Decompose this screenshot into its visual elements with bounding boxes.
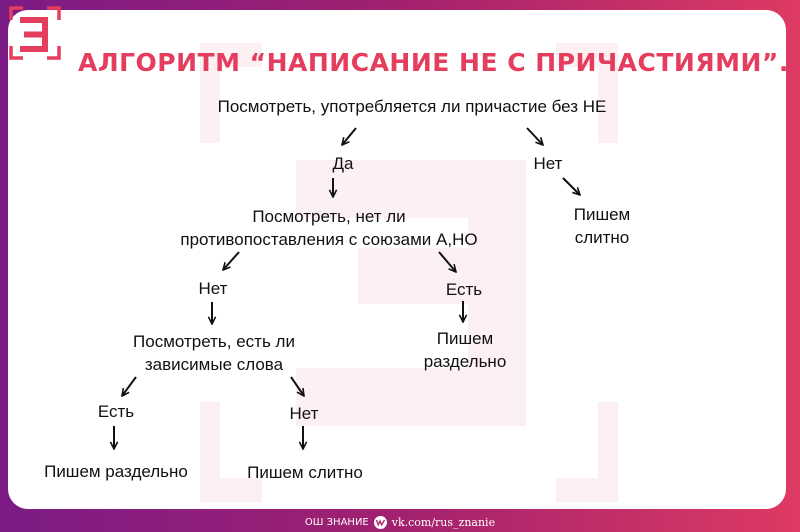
result-write-separately-2-line1: Пишем	[436, 329, 494, 348]
footer-url[interactable]: vk.com/rus_znanie	[391, 516, 496, 529]
arrow-check2-to-no	[223, 251, 240, 270]
answer-no-3: Нет	[289, 404, 319, 423]
letter-z-bracket-logo	[9, 6, 61, 60]
arrow-root-to-yes	[342, 127, 357, 145]
question-opposition-line2: противопоставления с союзами А,НО	[180, 230, 478, 249]
question-dependent-words-line2: зависимые слова	[144, 355, 284, 374]
result-write-together-1-line1: Пишем	[573, 205, 631, 224]
answer-no-2: Нет	[198, 279, 228, 298]
arrow-no-to-write-together	[562, 177, 580, 195]
question-opposition-line1: Посмотреть, нет ли	[252, 207, 406, 226]
answer-no-1: Нет	[533, 154, 563, 173]
answer-yes-2: Есть	[445, 280, 483, 299]
page-title: АЛГОРИТМ “НАПИСАНИЕ НЕ С ПРИЧАСТИЯМИ”.	[78, 48, 789, 77]
root-question: Посмотреть, употребляется ли причастие б…	[217, 97, 607, 116]
result-write-together-3: Пишем слитно	[247, 463, 363, 482]
result-write-separately-3: Пишем раздельно	[44, 462, 188, 481]
result-write-separately-2-line2: раздельно	[423, 352, 507, 371]
arrow-check3-to-no	[290, 376, 304, 396]
arrow-check3-to-yes	[122, 376, 137, 396]
answer-yes-1: Да	[332, 154, 354, 173]
answer-yes-3: Есть	[97, 402, 135, 421]
footer-brand: ОШ ЗНАНИЕ	[304, 517, 369, 528]
arrow-check2-to-yes	[438, 251, 456, 272]
vk-logo-icon	[373, 516, 387, 529]
footer: ОШ ЗНАНИЕ vk.com/rus_znanie	[0, 513, 800, 532]
watermark-logo	[200, 43, 618, 502]
question-dependent-words-line1: Посмотреть, есть ли	[133, 332, 295, 351]
result-write-together-1-line2: слитно	[574, 228, 630, 247]
arrow-root-to-no	[526, 127, 543, 145]
content-card	[8, 10, 786, 509]
